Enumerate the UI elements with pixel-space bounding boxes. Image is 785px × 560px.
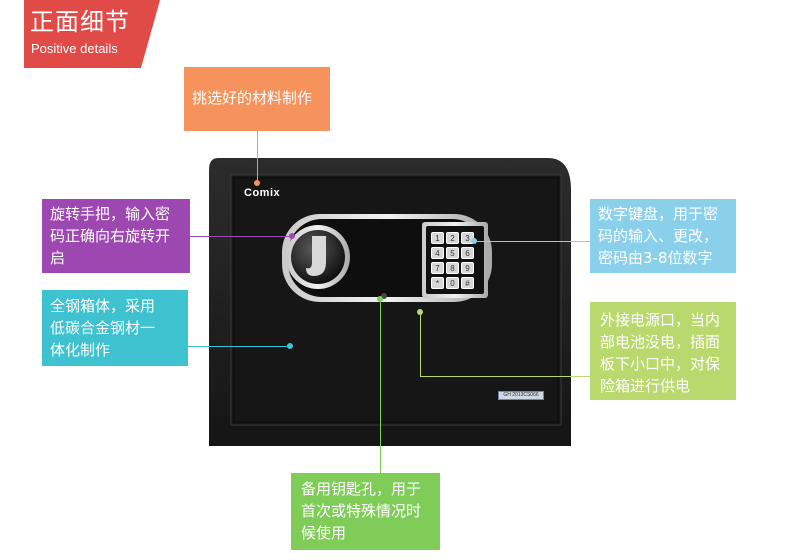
callout-text: 外接电源口，当内	[600, 311, 721, 329]
keypad-key[interactable]: 6	[461, 247, 474, 259]
keypad-key[interactable]: 1	[431, 232, 444, 244]
callout-keypad: 数字键盘，用于密 码的输入、更改， 密码由3-8位数字	[590, 199, 736, 273]
keypad-key[interactable]: 4	[431, 247, 444, 259]
callout-text: 首次或特殊情况时	[301, 502, 422, 520]
leader-dot-handle	[289, 233, 295, 239]
serial-label: GH 2013CS066	[498, 391, 544, 400]
callout-text: 部电池没电，插面	[600, 333, 721, 351]
keypad-key[interactable]: #	[461, 277, 474, 289]
callout-text: 启	[50, 249, 66, 267]
callout-keyhole: 备用钥匙孔，用于 首次或特殊情况时 候使用	[291, 473, 440, 550]
callout-text: 险箱进行供电	[600, 377, 691, 395]
callout-body: 全钢箱体，采用 低碳合金钢材一 体化制作	[42, 290, 188, 366]
callout-text: 码正确向右旋转开	[50, 227, 171, 245]
leader-body	[188, 346, 290, 347]
callout-text: 挑选好的材料制作	[192, 89, 313, 107]
callout-text: 码的输入、更改，	[598, 227, 719, 245]
keypad-key[interactable]: 8	[446, 262, 459, 274]
leader-dot-keypad	[471, 238, 477, 244]
leader-dot-body	[287, 343, 293, 349]
callout-text: 全钢箱体，采用	[50, 297, 156, 315]
section-title-cn: 正面细节	[30, 8, 130, 36]
leader-dot-material	[254, 180, 260, 186]
callout-text: 旋转手把，输入密	[50, 205, 171, 223]
leader-power-v	[420, 313, 421, 376]
section-header: 正面细节 Positive details	[24, 0, 160, 68]
callout-material: 挑选好的材料制作	[184, 67, 330, 131]
leader-keypad	[474, 241, 590, 242]
leader-dot-keyhole	[377, 296, 383, 302]
section-title-en: Positive details	[31, 41, 118, 56]
callout-text: 密码由3-8位数字	[598, 249, 713, 267]
leader-handle	[190, 236, 292, 237]
callout-handle: 旋转手把，输入密 码正确向右旋转开 启	[42, 199, 190, 273]
keypad-key[interactable]: 2	[446, 232, 459, 244]
keypad-key[interactable]: *	[431, 277, 444, 289]
callout-power: 外接电源口，当内 部电池没电，插面 板下小口中，对保 险箱进行供电	[590, 302, 736, 400]
keypad-key[interactable]: 7	[431, 262, 444, 274]
brand-logo: Comix	[244, 187, 281, 199]
leader-power-h	[420, 376, 590, 377]
leader-material	[257, 131, 258, 183]
leader-keyhole	[380, 300, 381, 473]
callout-text: 备用钥匙孔，用于	[301, 480, 422, 498]
callout-text: 体化制作	[50, 341, 111, 359]
callout-text: 板下小口中，对保	[600, 355, 721, 373]
keypad-key[interactable]: 5	[446, 247, 459, 259]
keypad-key[interactable]: 9	[461, 262, 474, 274]
leader-dot-power	[417, 309, 423, 315]
keypad-key[interactable]: 0	[446, 277, 459, 289]
callout-text: 低碳合金钢材一	[50, 319, 156, 337]
callout-text: 候使用	[301, 524, 347, 542]
callout-text: 数字键盘，用于密	[598, 205, 719, 223]
